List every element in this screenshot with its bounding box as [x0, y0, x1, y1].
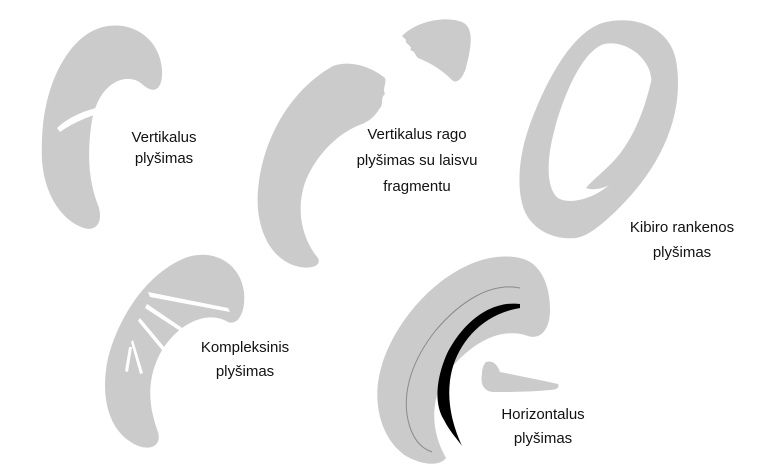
label-complex-line-2: plyšimas — [180, 362, 310, 382]
bucket-handle-tear-illustration — [519, 20, 678, 238]
displaced-fragment — [586, 68, 663, 189]
label-horizontal-line-1: Horizontalus — [478, 405, 608, 425]
separated-leaf — [482, 362, 559, 392]
free-fragment — [402, 19, 471, 81]
label-vertical-flap-line-1: Vertikalus rago — [336, 125, 498, 145]
label-complex-line-1: Kompleksinis — [180, 338, 310, 358]
label-vertical-flap-line-3: fragmentu — [336, 177, 498, 197]
label-vertical-line-2: plyšimas — [104, 149, 224, 169]
label-vertical-flap-line-2: plyšimas su laisvu — [336, 151, 498, 171]
label-bucket-handle-line-2: plyšimas — [612, 243, 752, 263]
label-horizontal-line-2: plyšimas — [478, 429, 608, 449]
label-vertical-line-1: Vertikalus — [104, 128, 224, 148]
label-bucket-handle-line-1: Kibiro rankenos — [612, 218, 752, 238]
